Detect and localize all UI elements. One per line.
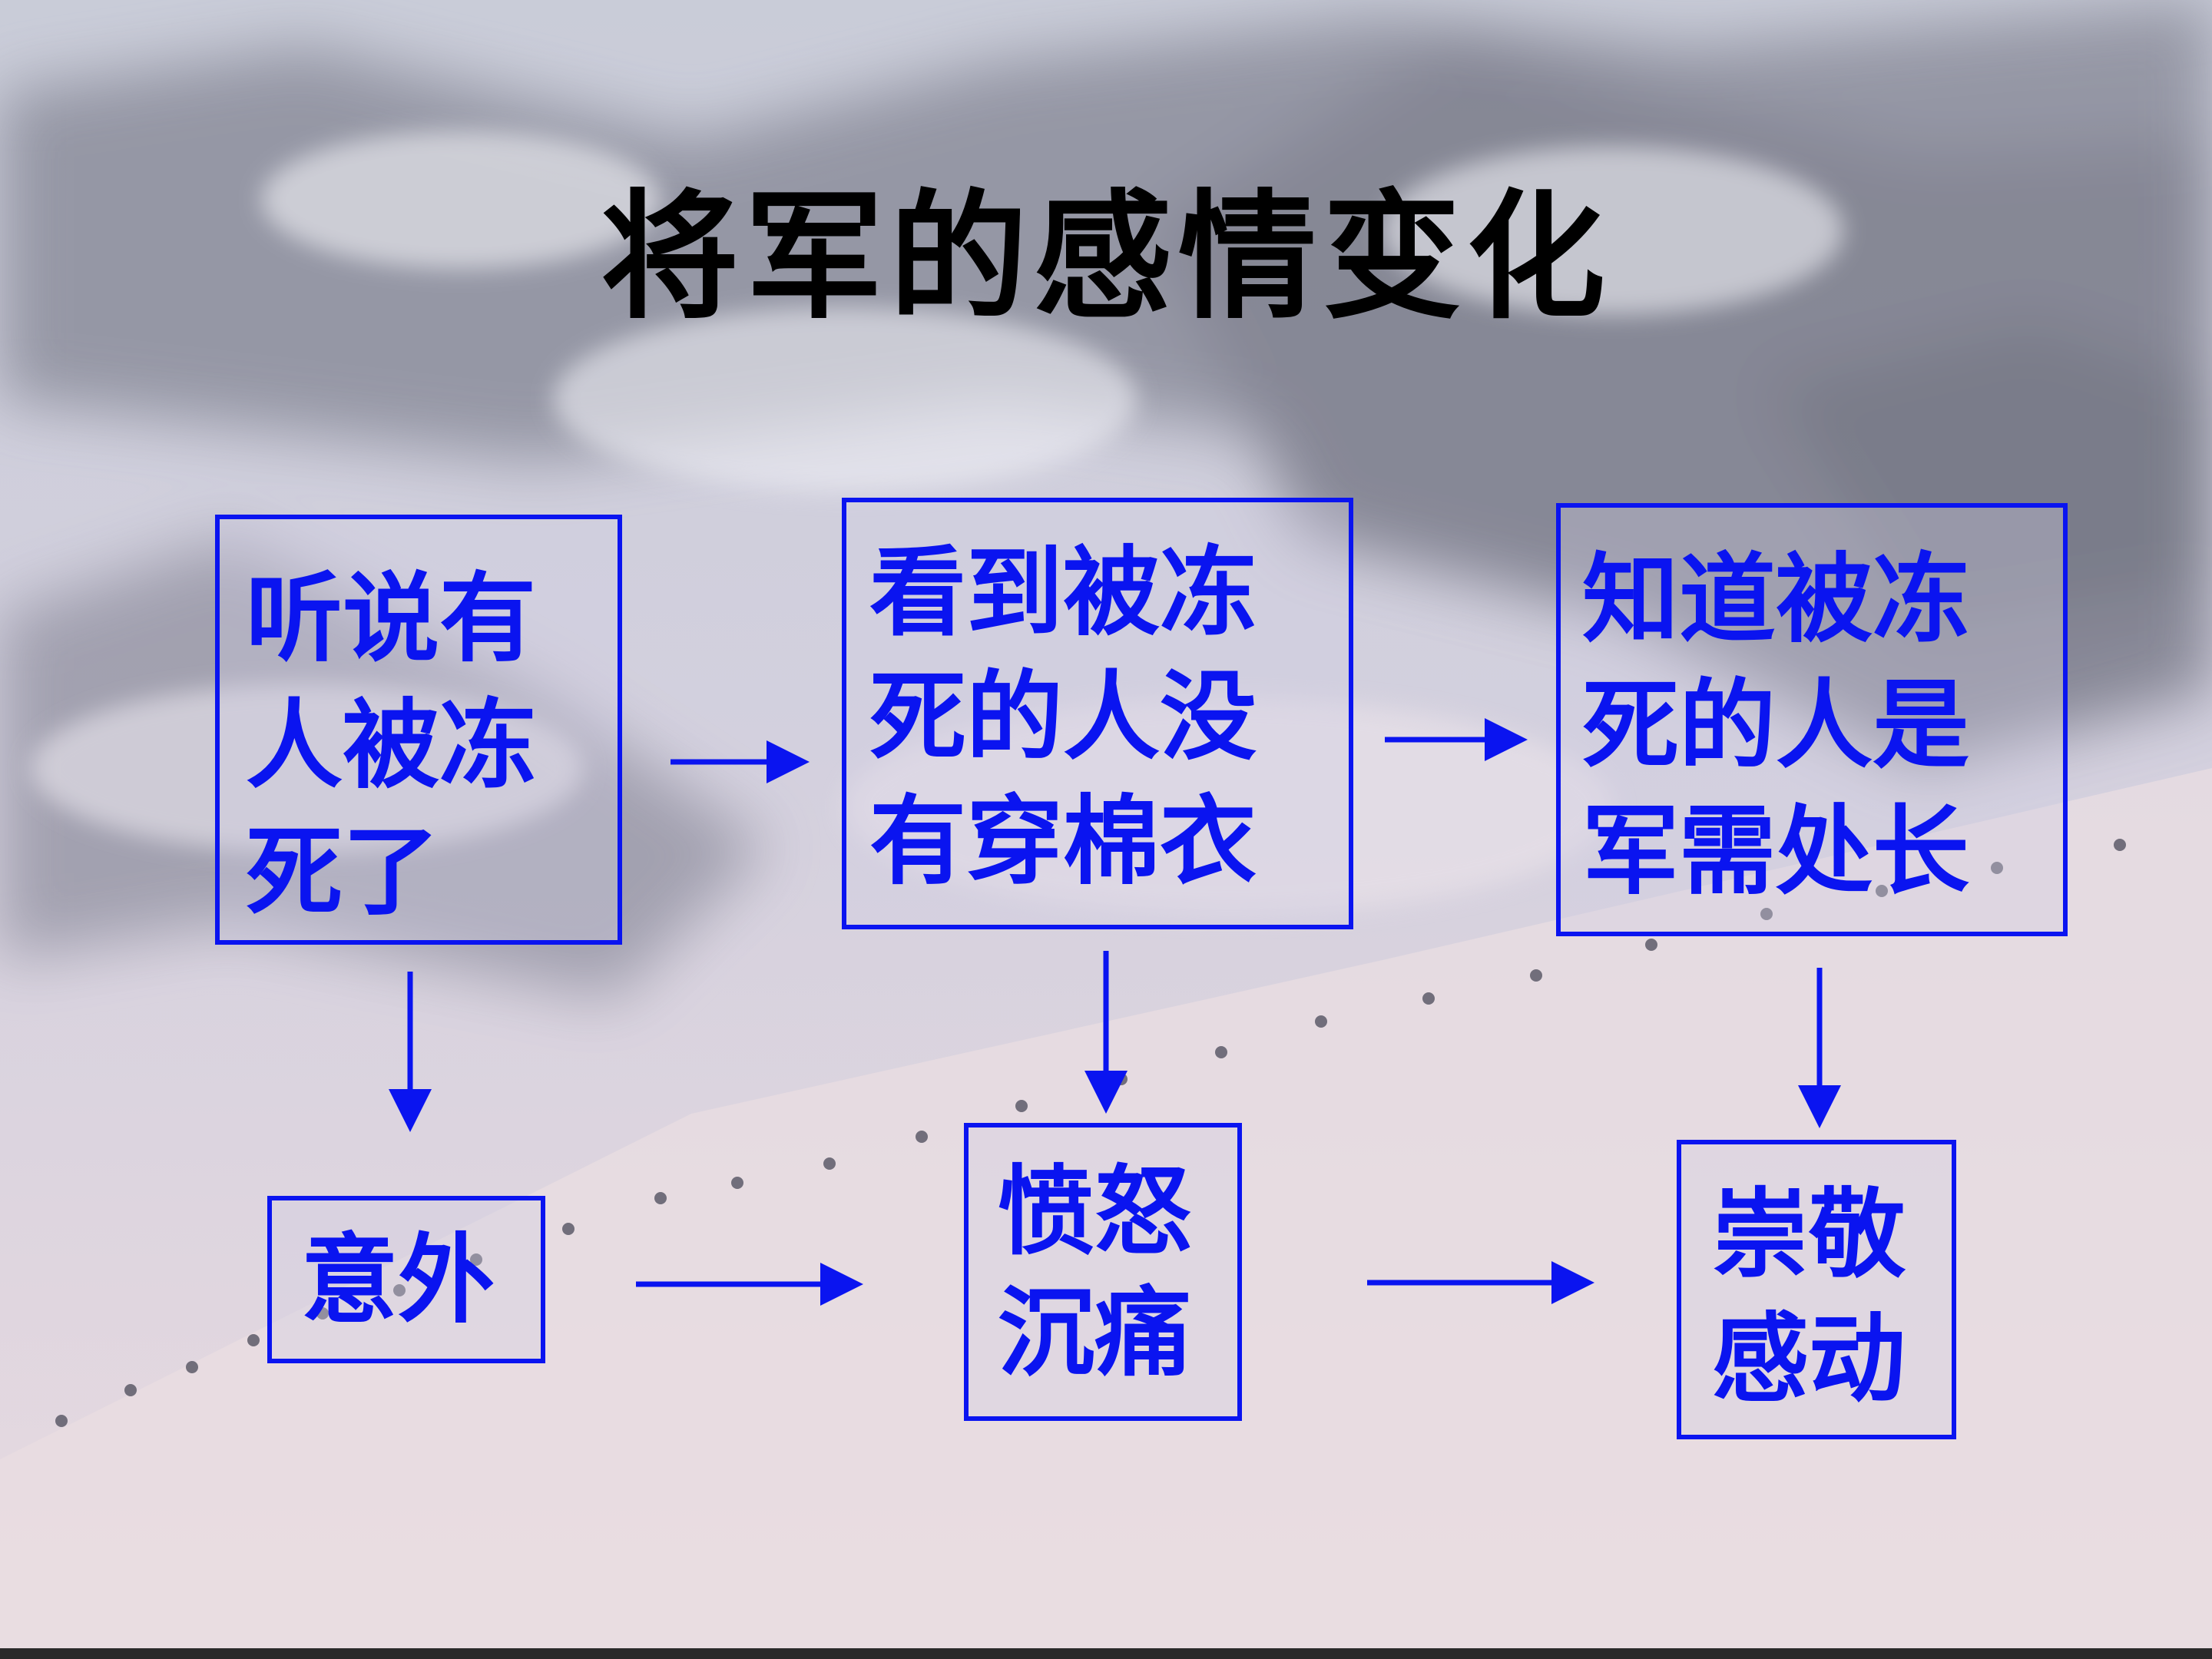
box-line: 愤怒 — [998, 1155, 1191, 1268]
box-line: 军需处长 — [1582, 795, 1969, 908]
box-admiration-moved: 崇敬 感动 — [1677, 1140, 1956, 1439]
box-line: 感动 — [1712, 1303, 1906, 1416]
box-line: 听说有 — [246, 562, 536, 675]
box-line: 沉痛 — [998, 1277, 1191, 1389]
box-saw-no-cotton-coat: 看到被冻 死的人没 有穿棉衣 — [842, 498, 1353, 929]
box-line: 死的人没 — [869, 661, 1257, 773]
box-line: 看到被冻 — [869, 536, 1257, 649]
box-anger-grief: 愤怒 沉痛 — [964, 1123, 1242, 1421]
box-line: 人被冻 — [246, 689, 536, 802]
box-line: 死的人是 — [1582, 669, 1969, 782]
slide-title: 将军的感情变化 — [600, 176, 1611, 338]
box-line: 意外 — [301, 1224, 495, 1336]
box-knew-quartermaster: 知道被冻 死的人是 军需处长 — [1556, 503, 2068, 936]
box-line: 知道被冻 — [1582, 543, 1969, 656]
box-line: 死了 — [246, 816, 439, 929]
box-line: 有穿棉衣 — [869, 785, 1257, 898]
box-line: 崇敬 — [1712, 1178, 1906, 1291]
box-heard-someone-froze: 听说有 人被冻 死了 — [215, 515, 622, 945]
box-surprise: 意外 — [267, 1196, 545, 1363]
